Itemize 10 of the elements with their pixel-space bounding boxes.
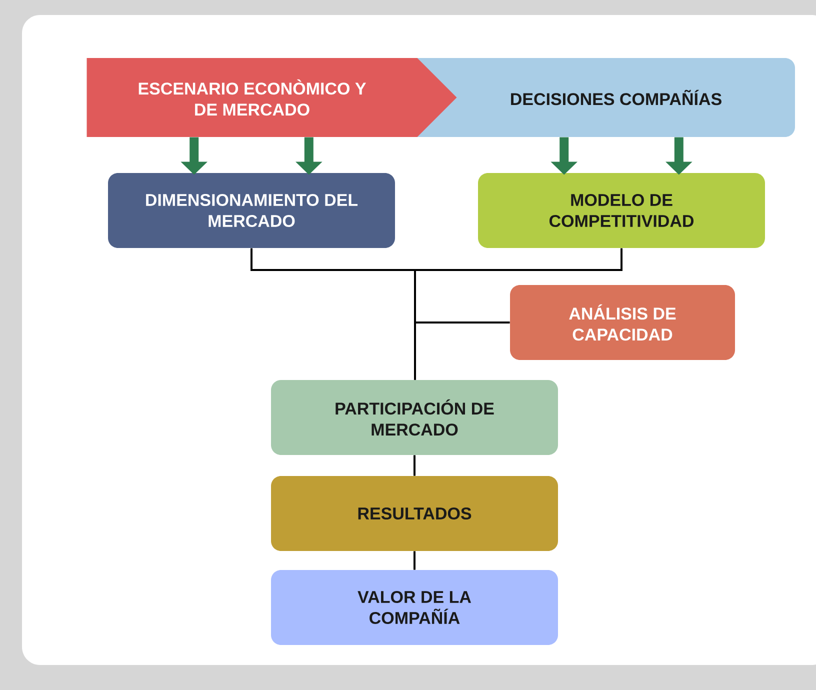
- process-box: PARTICIPACIÓN DE MERCADO: [271, 380, 558, 455]
- process-box: ANÁLISIS DE CAPACIDAD: [510, 285, 735, 360]
- process-box: VALOR DE LA COMPAÑÍA: [271, 570, 558, 645]
- connector-line: [414, 551, 416, 570]
- arrow-banner: ESCENARIO ECONÒMICO Y DE MERCADO: [86, 58, 457, 137]
- process-box: RESULTADOS: [271, 476, 558, 551]
- process-box: MODELO DE COMPETITIVIDAD: [478, 173, 765, 248]
- connector-line: [414, 455, 416, 476]
- connector-line: [414, 322, 510, 380]
- process-box: DIMENSIONAMIENTO DEL MERCADO: [108, 173, 395, 248]
